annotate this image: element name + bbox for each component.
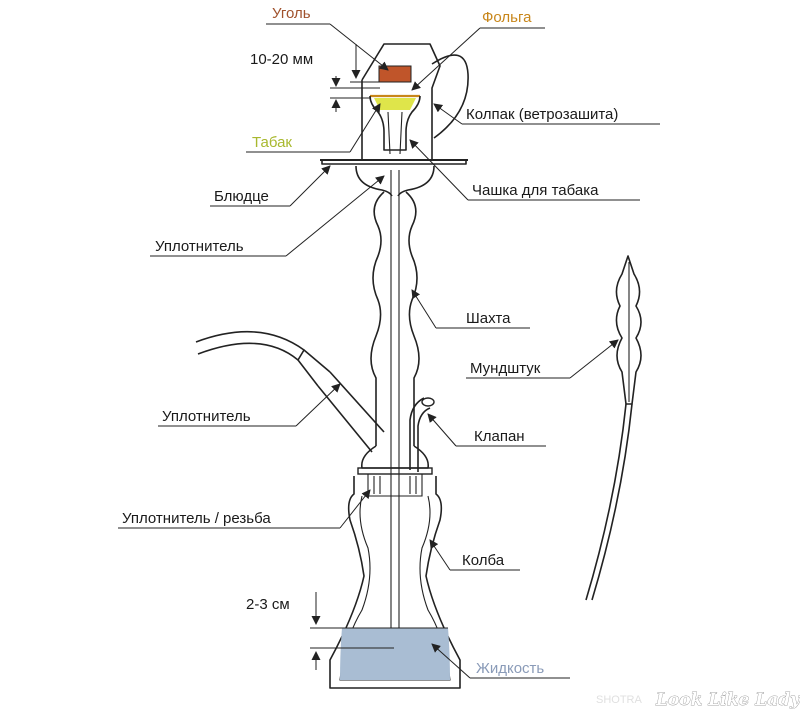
saucer-rim (321, 160, 467, 165)
grommet-block (367, 474, 423, 497)
shaft-left (370, 191, 385, 446)
joint-ring (357, 467, 433, 475)
tobacco-fill (374, 98, 416, 110)
down-tube (390, 170, 400, 648)
label-saucer: Блюдце (214, 188, 269, 205)
shaft-right (405, 191, 420, 446)
hose-port (317, 371, 385, 453)
label-valve: Клапан (474, 428, 525, 445)
flask (329, 476, 461, 689)
leader-lines (118, 23, 660, 679)
hose-connector (297, 349, 331, 387)
labels: Уголь Фольга 10-20 мм Колпак (ветрозашит… (122, 5, 618, 677)
mouthpiece (585, 255, 642, 601)
label-gap-bottom: 2-3 см (246, 596, 290, 613)
top-joint (355, 165, 435, 197)
label-tobacco: Табак (252, 134, 292, 151)
dimension-top (330, 44, 380, 112)
label-seal-hose: Уплотнитель (162, 408, 251, 425)
label-shaft: Шахта (466, 310, 511, 327)
label-liquid: Жидкость (476, 660, 544, 677)
dimension-bottom (310, 592, 394, 670)
watermark-text: Look Like Lady (655, 690, 800, 710)
label-mouthpiece: Мундштук (470, 360, 541, 377)
label-foil: Фольга (482, 9, 532, 26)
valve-tube (409, 397, 431, 472)
hookah-body (195, 43, 469, 689)
label-coal: Уголь (272, 5, 311, 22)
label-cap: Колпак (ветрозашита) (466, 106, 618, 123)
bowl-stem (387, 111, 403, 155)
hose (195, 330, 305, 361)
watermark: SHOTRA Look Like Lady (596, 690, 800, 711)
label-gap-top: 10-20 мм (250, 51, 313, 68)
label-flask: Колба (462, 552, 505, 569)
liquid-fill (340, 628, 450, 680)
watermark-faint: SHOTRA (596, 694, 643, 706)
label-seal-thread: Уплотнитель / резьба (122, 510, 271, 527)
coal-block (378, 65, 412, 83)
wind-cap (361, 43, 441, 160)
label-seal-top: Уплотнитель (155, 238, 244, 255)
valve-ball (421, 397, 435, 407)
label-bowl: Чашка для табака (472, 182, 599, 199)
